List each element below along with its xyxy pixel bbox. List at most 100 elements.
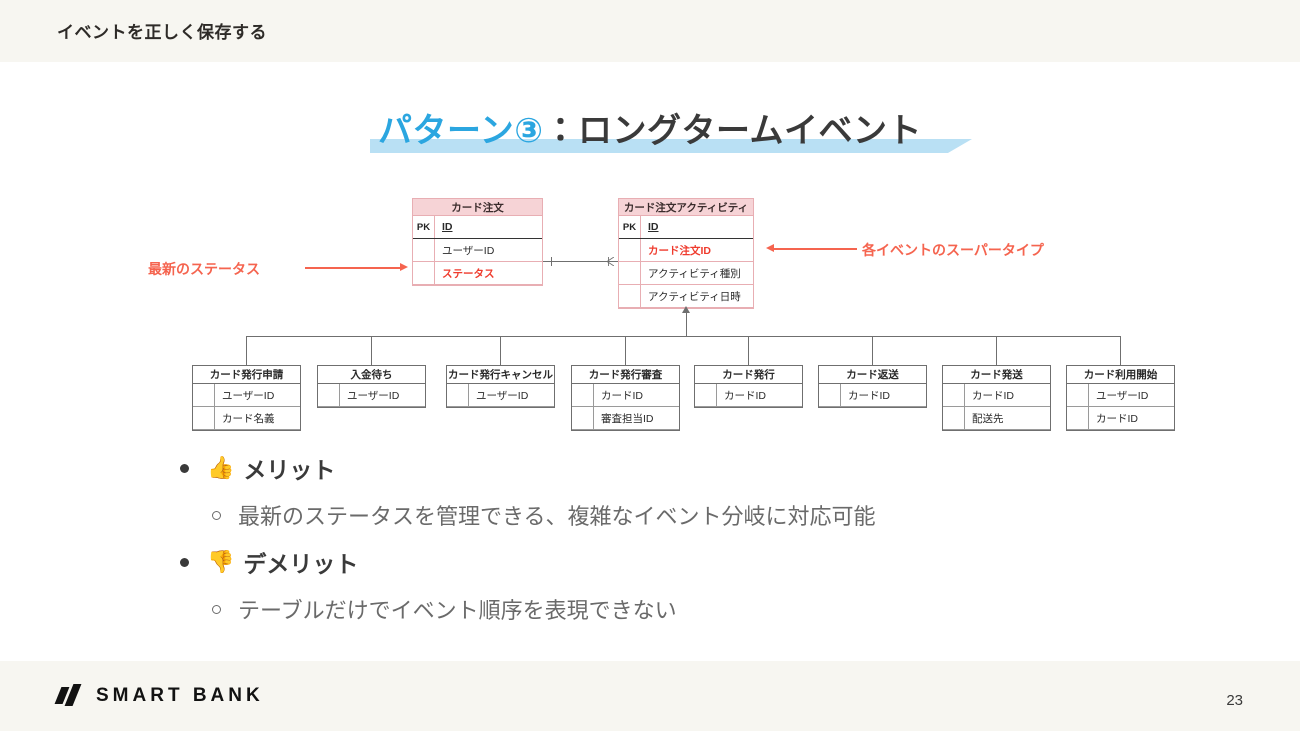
annotation-supertype: 各イベントのスーパータイプ [862, 242, 1044, 258]
er-row-key [695, 384, 717, 406]
bullet-merit-detail: 最新のステータスを管理できる、複雑なイベント分岐に対応可能 [212, 489, 1300, 541]
bullet-list: 👍 メリット 最新のステータスを管理できる、複雑なイベント分岐に対応可能 👎 デ… [0, 447, 1300, 635]
page-title: パターン③：ロングタームイベント [0, 103, 1300, 153]
er-row-value: カード名義 [222, 412, 275, 425]
er-row: アクティビティ種別 [619, 262, 753, 285]
er-row: カードID [1067, 407, 1174, 430]
er-row-value: ユーザーID [476, 389, 529, 402]
smartbank-logo-text: SMART BANK [96, 685, 264, 706]
er-table-card-order: カード注文 PK ID ユーザーID ステータス [412, 198, 543, 286]
bullet-merit: 👍 メリット [180, 447, 1300, 489]
er-row-key [619, 262, 641, 284]
er-table-header: カード発行 [695, 366, 802, 384]
er-tree-drop [748, 336, 749, 365]
slide-footer: SMART BANK 23 [0, 661, 1300, 731]
er-row: ユーザーID [318, 384, 425, 407]
er-row: ユーザーID [1067, 384, 1174, 407]
er-row-value: 配送先 [972, 412, 1004, 425]
er-relationship-crowfoot-icon [607, 257, 614, 266]
er-row-value: ID [442, 221, 453, 233]
er-row: カードID [943, 384, 1050, 407]
smartbank-logo: SMART BANK [54, 684, 264, 708]
er-row-key: PK [619, 216, 641, 238]
er-row-key [1067, 407, 1089, 429]
er-tree-drop [996, 336, 997, 365]
er-subtable-card-issue-cancel: カード発行キャンセル ユーザーID [446, 365, 555, 408]
er-subtable-card-return: カード返送 カードID [818, 365, 927, 408]
bullet-dot-icon [180, 463, 189, 473]
er-table-header: カード返送 [819, 366, 926, 384]
er-row-value: カードID [1096, 412, 1138, 425]
er-row-value: ID [648, 221, 659, 233]
bullet-demerit-label: デメリット [243, 551, 359, 577]
er-table-header: カード発行審査 [572, 366, 679, 384]
er-row-value: アクティビティ種別 [648, 267, 741, 280]
er-row-key [193, 384, 215, 406]
er-table-header: カード発送 [943, 366, 1050, 384]
er-row-key: PK [413, 216, 435, 238]
bullet-demerit: 👎 デメリット [180, 541, 1300, 583]
annotation-right-arrow-line [774, 248, 857, 250]
er-row-value: アクティビティ日時 [648, 290, 741, 303]
er-subtable-card-issue-review: カード発行審査 カードID 審査担当ID [571, 365, 680, 431]
er-table-header: カード注文アクティビティ [619, 199, 753, 216]
annotation-right-arrow-head-icon [766, 244, 774, 252]
er-row-key [1067, 384, 1089, 406]
thumbs-down-icon: 👎 [207, 549, 235, 574]
er-row: ユーザーID [413, 239, 542, 262]
er-subtable-card-shipment: カード発送 カードID 配送先 [942, 365, 1051, 431]
er-row-key [943, 384, 965, 406]
annotation-left-arrow-line [305, 267, 400, 269]
er-row: 配送先 [943, 407, 1050, 430]
er-tree-drop [625, 336, 626, 365]
er-row-key [619, 239, 641, 261]
annotation-latest-status: 最新のステータス [148, 261, 260, 277]
bullet-demerit-detail: テーブルだけでイベント順序を表現できない [212, 583, 1300, 635]
bullet-dot-icon [180, 557, 189, 567]
er-row: カード注文ID [619, 239, 753, 262]
er-subtable-card-issue-request: カード発行申請 ユーザーID カード名義 [192, 365, 301, 431]
er-row: ユーザーID [447, 384, 554, 407]
er-tree-trunk [686, 313, 687, 336]
er-table-card-order-activity: カード注文アクティビティ PK ID カード注文ID アクティビティ種別 アクテ… [618, 198, 754, 309]
er-row-key [572, 384, 594, 406]
er-tree-drop [1120, 336, 1121, 365]
er-row: カードID [819, 384, 926, 407]
er-row-value: ユーザーID [1096, 389, 1149, 402]
er-tree-drop [371, 336, 372, 365]
bullet-merit-label: メリット [243, 457, 336, 483]
er-row-key [413, 239, 435, 261]
er-row-value: ステータス [442, 267, 495, 280]
er-row-value: 審査担当ID [601, 412, 654, 425]
section-title: イベントを正しく保存する [57, 23, 267, 42]
bullet-merit-detail-text: 最新のステータスを管理できる、複雑なイベント分岐に対応可能 [238, 504, 876, 529]
page-number: 23 [1226, 692, 1243, 709]
er-row-key [819, 384, 841, 406]
er-row-value: カードID [848, 389, 890, 402]
er-row: ユーザーID [193, 384, 300, 407]
er-table-header: カード注文 [413, 199, 542, 216]
smartbank-logo-mark-icon [54, 684, 83, 708]
title-rest-text: ：ロングタームイベント [543, 112, 923, 150]
er-row-value: カードID [972, 389, 1014, 402]
er-table-header: カード利用開始 [1067, 366, 1174, 384]
er-tree-arrow-icon [682, 306, 690, 313]
er-table-header: カード発行キャンセル [447, 366, 554, 384]
bullet-ring-icon [212, 604, 221, 614]
er-row: カードID [695, 384, 802, 407]
er-row-key [447, 384, 469, 406]
bullet-ring-icon [212, 510, 221, 520]
er-row: PK ID [413, 216, 542, 239]
slide-header: イベントを正しく保存する [0, 0, 1300, 62]
er-row: PK ID [619, 216, 753, 239]
er-row: アクティビティ日時 [619, 285, 753, 308]
er-row-key [619, 285, 641, 307]
er-row-value: ユーザーID [222, 389, 275, 402]
er-row-value: ユーザーID [442, 244, 495, 257]
er-row-value: カードID [724, 389, 766, 402]
er-row-key [318, 384, 340, 406]
er-row-value: カード注文ID [648, 244, 711, 257]
er-relationship-line [543, 261, 618, 262]
bullet-demerit-detail-text: テーブルだけでイベント順序を表現できない [238, 598, 677, 623]
